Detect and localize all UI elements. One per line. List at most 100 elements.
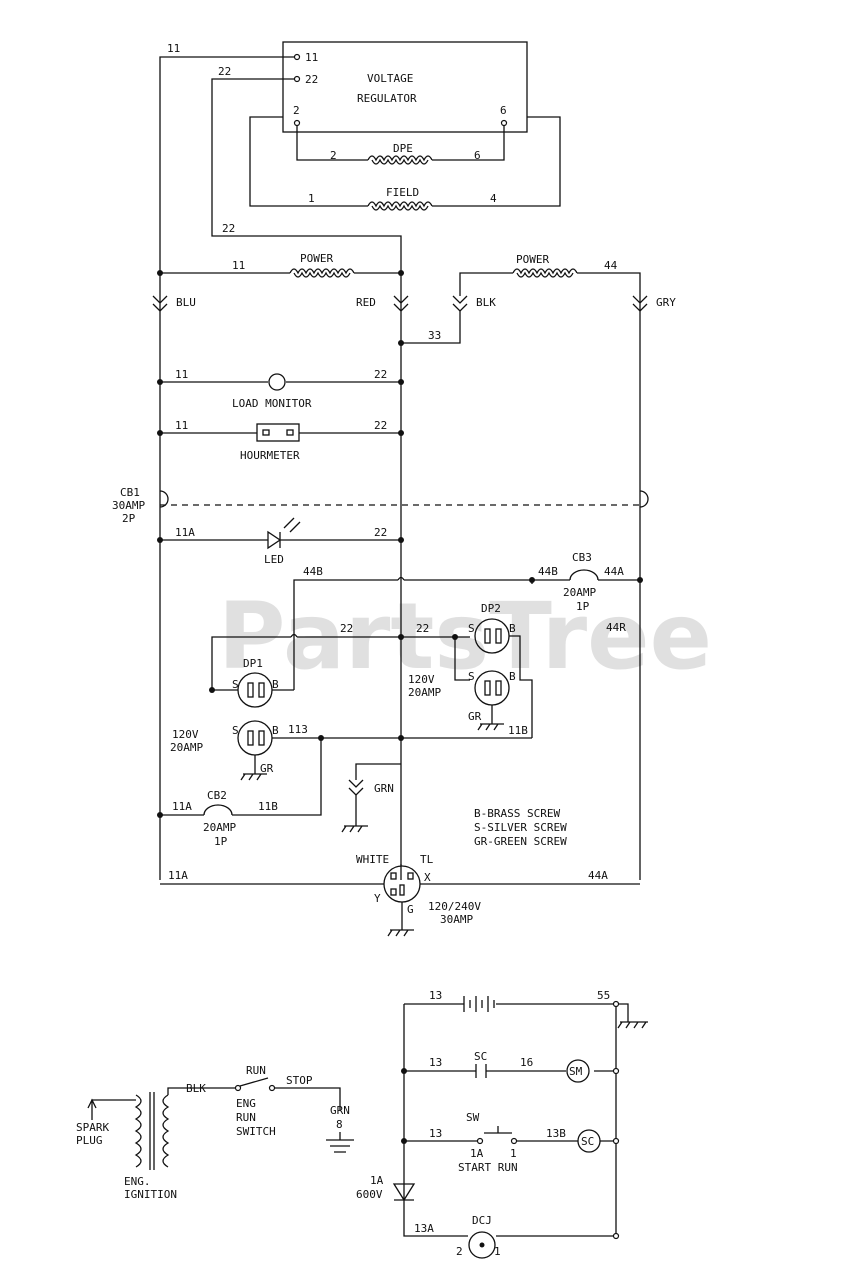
- wire-11-top-label: 11: [167, 42, 180, 55]
- dpe-winding: DPE 2 6: [296, 126, 505, 165]
- duplex-receptacle-dp2: DP2 S B S B 120V 20AMP GR 11B: [408, 602, 533, 738]
- dp2-b-label: B: [509, 622, 516, 635]
- twistlock-receptacle: WHITE TL X Y G 120/240V 30AMP: [356, 853, 481, 937]
- power-winding-2: POWER 44: [459, 253, 641, 880]
- batt-13-label: 13: [429, 989, 442, 1002]
- dp1-gr-label: GR: [260, 762, 274, 775]
- regulator-terminal-6: 6: [500, 104, 507, 117]
- wire-22-mid-label: 22: [222, 222, 235, 235]
- ignition-label-2: IGNITION: [124, 1188, 177, 1201]
- dp2-s2-label: S: [468, 670, 475, 683]
- breaker-cb1: CB1 30AMP 2P: [112, 486, 649, 525]
- hourmeter-11-label: 11: [175, 419, 188, 432]
- dpe-label: DPE: [393, 142, 413, 155]
- led-11a-label: 11A: [175, 526, 195, 539]
- ground-grn: GRN: [341, 763, 401, 833]
- wire-44b-right-label: 44B: [538, 565, 558, 578]
- connector-blk: BLK 33: [401, 295, 496, 344]
- dp2-gr-label: GR: [468, 710, 482, 723]
- power-2-label: POWER: [516, 253, 549, 266]
- connector-blu: BLU: [152, 295, 196, 312]
- spark-plug-label-1: SPARK: [76, 1121, 109, 1134]
- dp1-s-label: S: [232, 678, 239, 691]
- bottom-44a-label: 44A: [588, 869, 608, 882]
- ignition-blk-label: BLK: [186, 1082, 206, 1095]
- twistlock-rating-1: 120/240V: [428, 900, 481, 913]
- load-monitor-label: LOAD MONITOR: [232, 397, 312, 410]
- legend-green: GR-GREEN SCREW: [474, 835, 567, 848]
- ignition-grn-label: GRN: [330, 1104, 350, 1117]
- dp1-rating-2: 20AMP: [170, 741, 203, 754]
- load-monitor-11-label: 11: [175, 368, 188, 381]
- cb3-44a-label: 44A: [604, 565, 624, 578]
- hourmeter: HOURMETER 11 22: [160, 419, 401, 462]
- dp2-22-label: 22: [416, 622, 429, 635]
- dp1-s2-label: S: [232, 724, 239, 737]
- dp1-b-label: B: [272, 678, 279, 691]
- cb3-label: CB3: [572, 551, 592, 564]
- wire-22-top-label: 22: [218, 65, 231, 78]
- led-label: LED: [264, 553, 284, 566]
- wire-44b-left-label: 44B: [303, 565, 323, 578]
- connector-blu-label: BLU: [176, 296, 196, 309]
- wire-11-main: [159, 56, 294, 880]
- wire-crossover-2: [290, 633, 298, 638]
- wire-right-rail: [496, 1004, 617, 1237]
- bottom-11a-label: 11A: [168, 869, 188, 882]
- load-monitor-22-label: 22: [374, 368, 387, 381]
- twistlock-tl-label: TL: [420, 853, 434, 866]
- cb1-pole: 2P: [122, 512, 136, 525]
- legend-brass: B-BRASS SCREW: [474, 807, 560, 820]
- wire-1-label: 1: [510, 1147, 517, 1160]
- dp2-rating-2: 20AMP: [408, 686, 441, 699]
- hourmeter-label: HOURMETER: [240, 449, 300, 462]
- cb2-rating: 20AMP: [203, 821, 236, 834]
- cb2-label: CB2: [207, 789, 227, 802]
- solenoid-coil-label: SC: [581, 1135, 594, 1148]
- dp2-label: DP2: [481, 602, 501, 615]
- wire-16-label: 16: [520, 1056, 533, 1069]
- dcj-pin-1: 1: [494, 1245, 501, 1258]
- power-1-label: POWER: [300, 252, 333, 265]
- dp2-11b-label: 11B: [508, 724, 528, 737]
- ignition-grn-terminal: 8: [336, 1118, 343, 1131]
- field-label: FIELD: [386, 186, 419, 199]
- regulator-terminal-11: 11: [305, 51, 318, 64]
- dpe-left-label: 2: [330, 149, 337, 162]
- switch-stop-label: STOP: [286, 1074, 313, 1087]
- dp1-label: DP1: [243, 657, 263, 670]
- dp1-22-label: 22: [340, 622, 353, 635]
- screw-legend: B-BRASS SCREW S-SILVER SCREW GR-GREEN SC…: [474, 807, 567, 848]
- cb2-11b-label: 11B: [258, 800, 278, 813]
- sw-13-label: 13: [429, 1127, 442, 1140]
- starting-circuit: 13 55 13 SC 16 SM SW 13 1A 1 13B SC STAR…: [356, 989, 648, 1259]
- wire-13b-label: 13B: [546, 1127, 566, 1140]
- twistlock-g-label: G: [407, 903, 414, 916]
- legend-silver: S-SILVER SCREW: [474, 821, 567, 834]
- dp2-s-label: S: [468, 622, 475, 635]
- breaker-cb3: CB3 20AMP 1P 44A 44R: [532, 551, 640, 634]
- start-switch-label: SW: [466, 1111, 480, 1124]
- field-left-label: 1: [308, 192, 315, 205]
- connector-blk-label: BLK: [476, 296, 496, 309]
- ignition-circuit: SPARK PLUG BLK ENG. IGNITION RUN STOP EN…: [76, 1064, 354, 1201]
- field-winding: FIELD 1 4: [249, 116, 561, 211]
- wire-crossover-1: [397, 576, 405, 581]
- wire-13a-label: 13A: [414, 1222, 434, 1235]
- dpe-right-label: 6: [474, 149, 481, 162]
- duplex-receptacle-dp1: DP1 S B S B 120V 20AMP GR 113: [170, 657, 532, 781]
- twistlock-y-label: Y: [374, 892, 381, 905]
- diode-label-2: 600V: [356, 1188, 383, 1201]
- regulator-label-1: VOLTAGE: [367, 72, 413, 85]
- spark-plug-label-2: PLUG: [76, 1134, 103, 1147]
- ignition-label-1: ENG.: [124, 1175, 151, 1188]
- cb1-rating: 30AMP: [112, 499, 145, 512]
- dp2-rating-1: 120V: [408, 673, 435, 686]
- connector-gry: GRY: [632, 295, 676, 312]
- led-indicator: LED 11A 22: [160, 517, 401, 566]
- load-monitor: LOAD MONITOR 11 22: [160, 368, 401, 410]
- cb2-11a-label: 11A: [172, 800, 192, 813]
- power-winding-1: POWER 11: [160, 252, 401, 278]
- wire-55-label: 55: [597, 989, 610, 1002]
